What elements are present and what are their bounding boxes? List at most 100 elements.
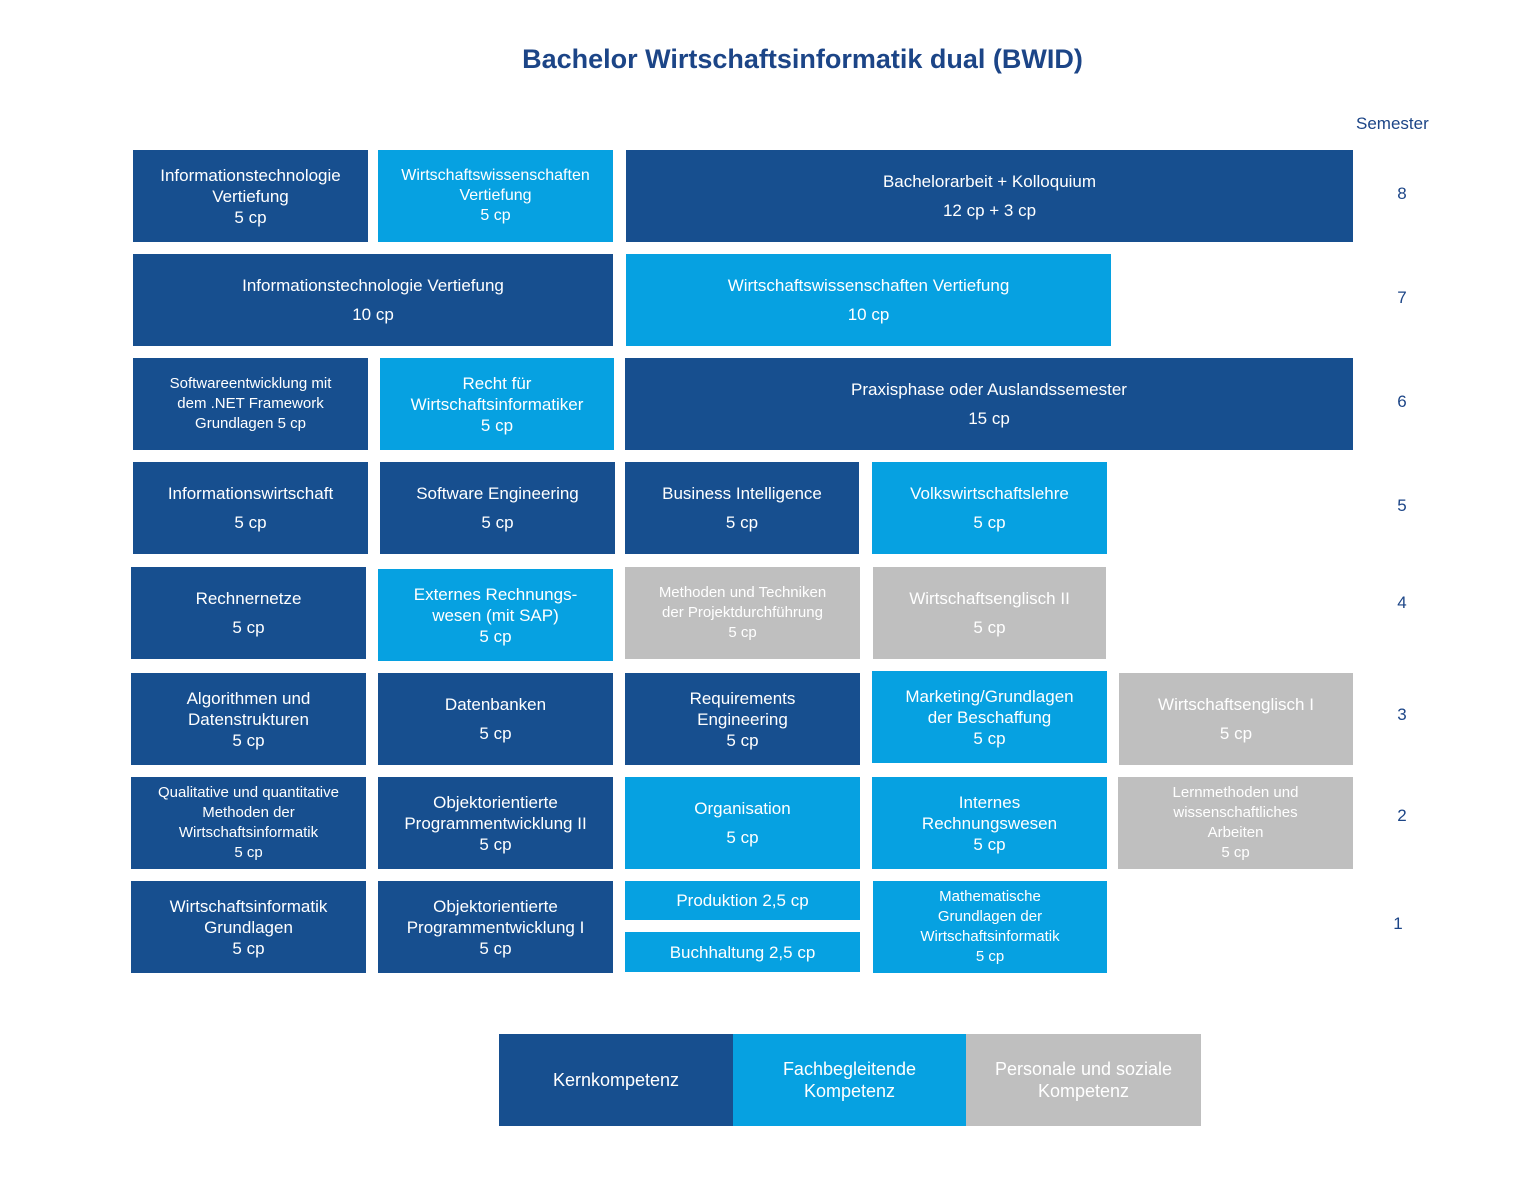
module-cp: 5 cp [234,207,267,227]
module-box: Informationswirtschaft 5 cp [133,462,368,554]
module-name: Volkswirtschaftslehre [910,484,1069,503]
module-box: Organisation 5 cp [625,777,860,869]
module-name: Externes Rechnungs- wesen (mit SAP) [413,584,578,625]
module-box: Produktion 2,5 cp [625,881,860,920]
module-name: Business Intelligence [662,484,822,503]
module-cp: 5 cp [234,844,263,861]
module-box: Praxisphase oder Auslandssemester 15 cp [625,358,1353,450]
module-name: Organisation [694,799,791,818]
module-name: Objektorientierte Programmentwicklung I [406,896,585,937]
semester-label-7: 7 [1397,288,1407,307]
module-cp: 5 cp [975,948,1005,965]
module-cp: 10 cp [352,305,394,324]
module-cp: 5 cp [479,834,512,854]
module-box: Wirtschaftswissenschaften Vertiefung 5 c… [378,150,613,242]
module-box: Buchhaltung 2,5 cp [625,932,860,972]
legend-personale-soziale-kompetenz: Personale und soziale Kompetenz [966,1034,1201,1126]
module-cp: 5 cp [232,730,265,750]
semester-label-5: 5 [1397,496,1407,515]
legend-fachbegleitende-kompetenz: Fachbegleitende Kompetenz [733,1034,966,1126]
module-name: Informationstechnologie Vertiefung [242,276,504,295]
module-name: Internes Rechnungswesen [921,792,1058,833]
module-box: Algorithmen und Datenstrukturen 5 cp [131,673,366,765]
module-name: Lernmethoden und wissenschaftliches Arbe… [1172,784,1299,841]
module-cp: 5 cp [725,513,759,532]
module-name: Wirtschaftsenglisch I [1158,695,1314,714]
module-name: Softwareentwicklung mit dem .NET Framewo… [169,375,332,432]
module-name: Algorithmen und Datenstrukturen [186,688,311,729]
module-box: Informationstechnologie Vertiefung 5 cp [133,150,368,242]
module-name: Wirtschaftswissenschaften Vertiefung [401,167,590,204]
module-name: Objektorientierte Programmentwicklung II [404,792,587,833]
module-box: Internes Rechnungswesen 5 cp [872,777,1107,869]
module-cp: 5 cp [726,828,759,847]
module-box: Recht für Wirtschaftsinformatiker 5 cp [380,358,614,450]
module-cp: 5 cp [1219,724,1253,743]
module-name: Informationswirtschaft [167,484,334,503]
module-cp: 5 cp [232,938,265,958]
module-cp: 5 cp [234,513,267,532]
module-cp: 5 cp [479,938,512,958]
module-cp: 5 cp [481,513,514,532]
module-name: Buchhaltung 2,5 cp [669,942,816,962]
module-name: Recht für Wirtschaftsinformatiker [410,373,584,414]
module-name: Software Engineering [416,484,579,503]
module-cp: 10 cp [847,305,890,324]
semester-label-6: 6 [1397,392,1407,411]
module-name: Wirtschaftsenglisch II [909,589,1070,608]
module-box: Lernmethoden und wissenschaftliches Arbe… [1118,777,1353,869]
module-box: Rechnernetze 5 cp [131,567,366,659]
semester-label-4: 4 [1397,593,1407,612]
module-name: Wirtschaftsinformatik Grundlagen [169,896,328,937]
module-box: Informationstechnologie Vertiefung 10 cp [133,254,613,346]
module-name: Datenbanken [444,695,547,714]
module-box: Softwareentwicklung mit dem .NET Framewo… [133,358,368,450]
module-box: Methoden und Techniken der Projektdurchf… [625,567,860,659]
module-cp: 5 cp [480,207,511,224]
module-box: Business Intelligence 5 cp [625,462,859,554]
semester-label-3: 3 [1397,705,1407,724]
module-box: Requirements Engineering 5 cp [625,673,860,765]
module-box: Bachelorarbeit + Kolloquium 12 cp + 3 cp [626,150,1353,242]
module-name: Methoden und Techniken der Projektdurchf… [658,584,827,621]
module-name: Marketing/Grundlagen der Beschaffung [905,686,1074,727]
module-box: Objektorientierte Programmentwicklung I … [378,881,613,973]
module-cp: 15 cp [968,409,1010,428]
module-cp: 5 cp [480,415,514,435]
module-box: Objektorientierte Programmentwicklung II… [378,777,613,869]
module-cp: 5 cp [479,626,512,646]
module-box: Externes Rechnungs- wesen (mit SAP) 5 cp [378,569,613,661]
module-name: Bachelorarbeit + Kolloquium [882,172,1097,191]
module-box: Mathematische Grundlagen der Wirtschafts… [873,881,1107,973]
module-box: Wirtschaftswissenschaften Vertiefung 10 … [626,254,1111,346]
module-box: Wirtschaftsenglisch II 5 cp [873,567,1106,659]
module-name: Wirtschaftswissenschaften Vertiefung [727,276,1010,295]
module-box: Marketing/Grundlagen der Beschaffung 5 c… [872,671,1107,763]
module-name: Requirements Engineering [689,688,796,729]
module-box: Qualitative und quantitative Methoden de… [131,777,366,869]
module-name: Produktion 2,5 cp [676,891,809,910]
semester-header: Semester [1356,114,1429,133]
module-name: Rechnernetze [195,589,302,608]
module-box: Datenbanken 5 cp [378,673,613,765]
module-cp: 5 cp [726,730,759,750]
module-box: Wirtschaftsinformatik Grundlagen 5 cp [131,881,366,973]
semester-label-1: 1 [1393,914,1403,933]
module-cp: 5 cp [973,513,1006,532]
module-name: Praxisphase oder Auslandssemester [851,380,1127,399]
semester-label-2: 2 [1397,806,1407,825]
module-name: Mathematische Grundlagen der Wirtschafts… [920,888,1060,945]
module-cp: 5 cp [973,728,1006,748]
module-name: Informationstechnologie Vertiefung [160,165,341,206]
legend-kernkompetenz: Kernkompetenz [499,1034,733,1126]
module-cp: 5 cp [479,724,512,743]
diagram-title: Bachelor Wirtschaftsinformatik dual (BWI… [522,44,1083,74]
module-name: Qualitative und quantitative Methoden de… [158,784,339,841]
module-cp: 5 cp [728,624,757,641]
module-cp: 5 cp [1221,844,1250,861]
module-box: Volkswirtschaftslehre 5 cp [872,462,1107,554]
module-cp: 5 cp [232,618,265,637]
module-box: Wirtschaftsenglisch I 5 cp [1119,673,1353,765]
module-cp: 12 cp + 3 cp [942,201,1037,220]
module-cp: 5 cp [973,618,1006,637]
